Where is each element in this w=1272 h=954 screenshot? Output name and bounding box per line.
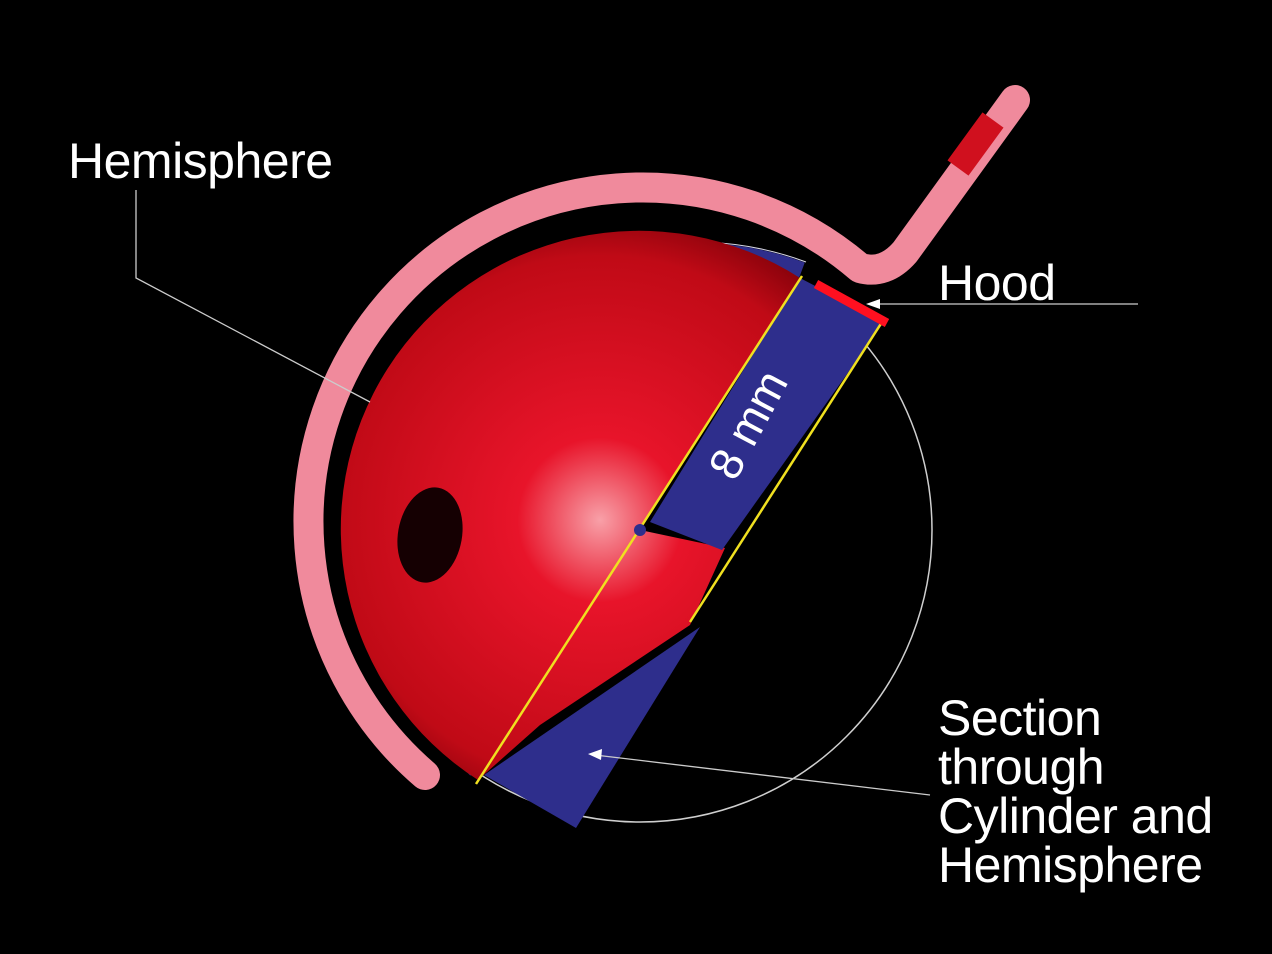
cylinder-section: [650, 278, 884, 550]
section-label-line: through: [938, 739, 1105, 795]
hemisphere-label: Hemisphere: [68, 133, 333, 189]
cylinder-edge-axis: [688, 321, 884, 623]
hemisphere: [340, 230, 800, 780]
section-label-line: Hemisphere: [938, 837, 1203, 893]
hood-shell: [293, 85, 1030, 790]
section-label: Section through Cylinder and Hemisphere: [938, 690, 1213, 893]
section-arrowhead: [588, 749, 602, 760]
section-label-line: Section: [938, 690, 1102, 746]
hemisphere-leader: [135, 190, 371, 403]
hemisphere-hole: [397, 487, 463, 583]
section-leader: [594, 754, 931, 796]
section-label-line: Cylinder and: [938, 788, 1213, 844]
cylinder-section-triangle: [484, 627, 700, 828]
hood-arm-red-band: [947, 112, 1004, 176]
hood-edge: [813, 280, 890, 327]
hood-label: Hood: [938, 255, 1056, 311]
center-point: [634, 524, 646, 536]
hood-arrowhead: [866, 299, 880, 309]
